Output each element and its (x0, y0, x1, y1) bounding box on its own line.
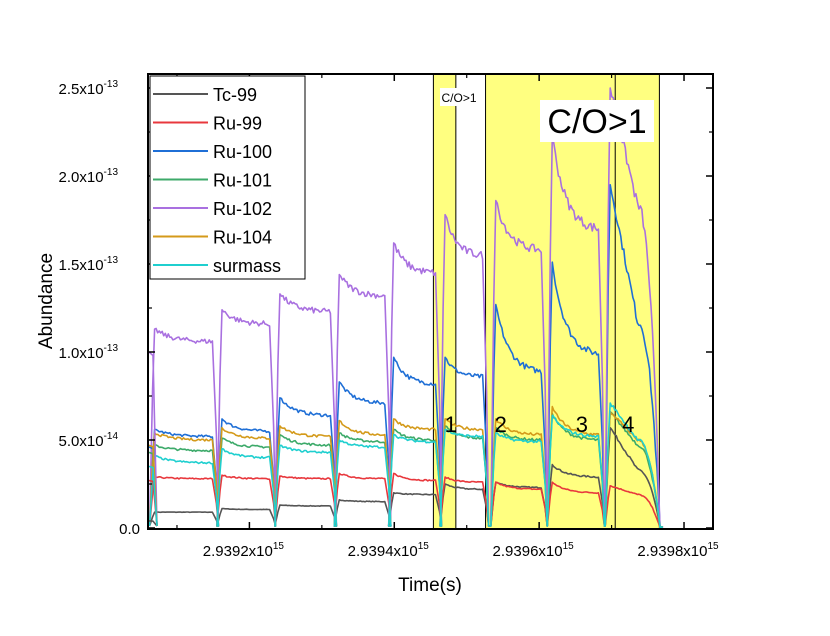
x-axis-title: Time(s) (398, 575, 462, 596)
series-line-ru-101 (148, 411, 664, 528)
region-number-2: 2 (495, 412, 507, 437)
y-tick-label: 2.0x10-13 (59, 167, 119, 186)
region-number-3: 3 (576, 412, 588, 437)
x-axis-ticks: 2.9392x1015 2.9394x1015 2.9396x1015 2.9398x… (176, 74, 719, 560)
series-lead-surmass (148, 465, 158, 527)
series-line-ru-100 (148, 184, 664, 528)
region-number-4: 4 (622, 412, 634, 437)
region-boundary-lines (432, 74, 660, 529)
region-labels: C/O>1C/O>1 (440, 88, 654, 142)
series-line-ru-99 (148, 472, 664, 529)
legend-label: surmass (213, 256, 281, 276)
legend-label: Ru-100 (213, 142, 272, 162)
data-series (148, 87, 664, 529)
region-number-annotations: 1 2 3 4 (445, 412, 635, 437)
y-tick-label: 1.0x10-13 (59, 343, 119, 362)
x-tick-label: 2.9394x1015 (348, 541, 430, 560)
series-line-ru-102 (148, 87, 664, 529)
legend-box (149, 75, 306, 280)
x-tick-label: 2.9398x1015 (637, 541, 719, 560)
legend-label: Ru-99 (213, 114, 262, 134)
series-line-surmass (148, 402, 664, 529)
x-tick-label: 2.9396x1015 (493, 541, 575, 560)
y-tick-label: 0.0 (119, 521, 140, 538)
y-tick-label: 2.5x10-13 (59, 79, 119, 98)
x-tick-label: 2.9392x1015 (203, 541, 285, 560)
y-axis-title: Abundance (36, 253, 57, 349)
legend-label: Tc-99 (213, 85, 257, 105)
co-ratio-label-large: C/O>1 (547, 103, 646, 141)
legend-label: Ru-101 (213, 171, 272, 191)
small-label-bg (440, 88, 478, 106)
y-axis-ticks: 0.0 5.0x10-14 1.0x10-13 1.5x10-13 2.0x10-13 2… (59, 79, 713, 538)
shaded-region-2 (485, 74, 660, 529)
y-tick-label: 1.5x10-13 (59, 255, 119, 274)
series-lead-tc-99 (148, 520, 158, 527)
legend-label: Ru-102 (213, 199, 272, 219)
series-line-ru-104 (148, 405, 664, 529)
plot-frame (147, 73, 714, 530)
series-line-tc-99 (148, 426, 664, 528)
large-label-bg (540, 100, 654, 142)
series-lead-ru-102 (148, 351, 158, 527)
legend-label: Ru-104 (213, 228, 272, 248)
region-number-1: 1 (445, 412, 457, 437)
co-ratio-label-small: C/O>1 (441, 91, 476, 105)
y-tick-label: 5.0x10-14 (59, 431, 119, 450)
